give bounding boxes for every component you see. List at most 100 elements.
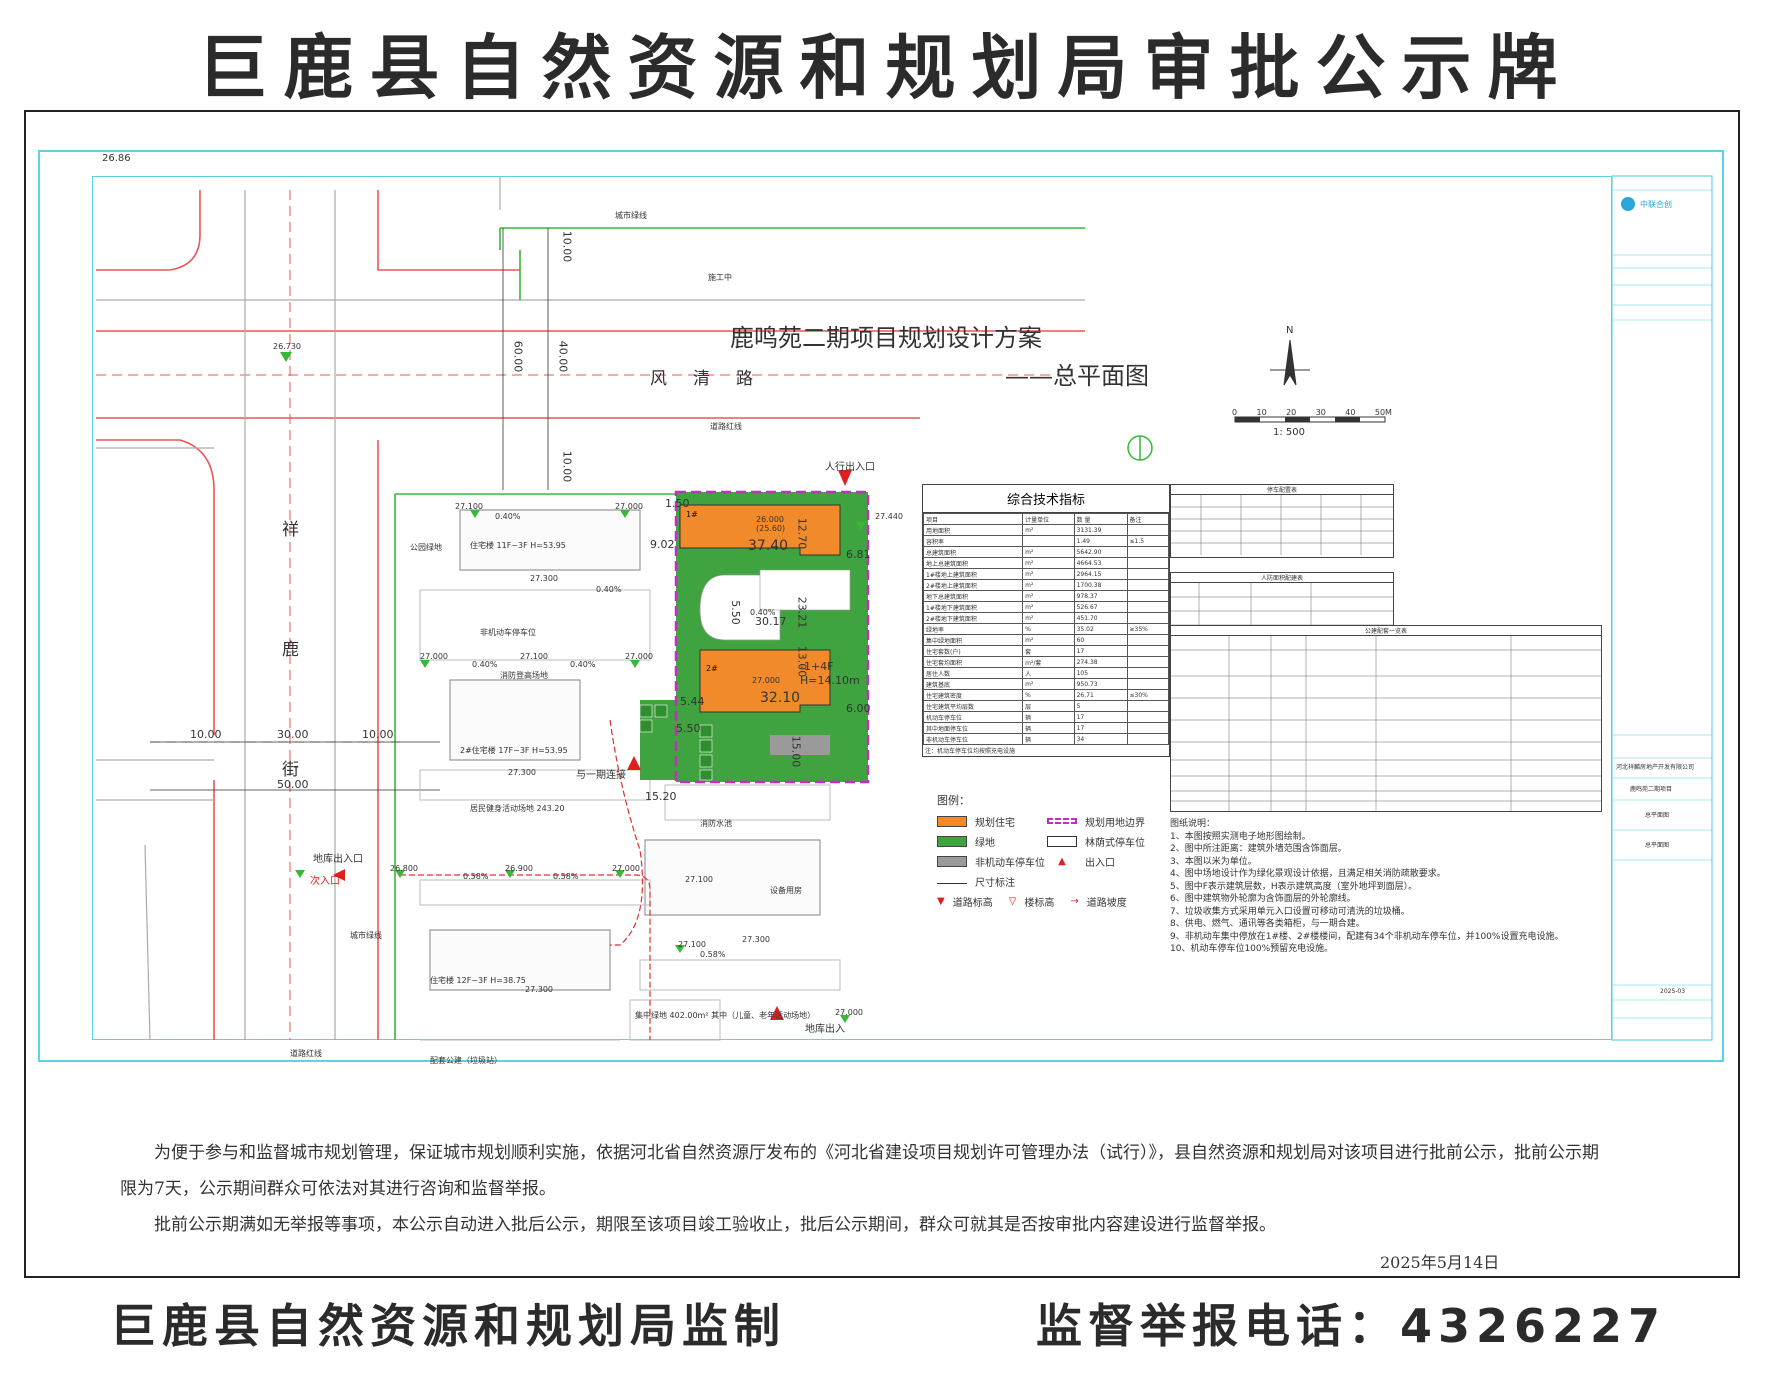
slope-8: 0.40% [596,585,622,594]
indicators-cell [1126,601,1169,613]
dim-1520: 15.20 [645,790,677,803]
legend-swatch [937,835,967,847]
indicators-cell: 35.02 [1073,623,1128,635]
slope-3: 0.40% [570,660,596,669]
dim-544: 5.44 [680,695,705,708]
plan-subtitle: ——总平面图 [1005,362,1149,390]
dim-902: 9.02 [650,538,675,551]
indicators-cell: 26.71 [1073,689,1128,701]
elev-1: 27.100 [455,502,483,511]
park-green-label: 公园绿地 [410,543,442,552]
elev-16: 27.000 [835,1008,863,1017]
legend: 图例： 规划住宅 规划用地边界 绿地 林荫式停车位 非机动车停车位 ▲出入口 尺… [937,792,1157,910]
scale-text: 1: 500 [1273,427,1305,438]
road-edges [96,176,1085,1041]
elev-5: 27.300 [508,768,536,777]
indicators-cell: 3131.39 [1073,524,1128,536]
dim-1500: 15.00 [789,735,803,768]
board-title: 巨鹿县自然资源和规划局审批公示牌 [197,27,1574,109]
fire-pool-label: 消防水池 [700,819,732,828]
indicators-cell: 17 [1073,645,1128,657]
indicators-cell [1126,678,1169,690]
existing-building-b: 2#住宅楼 17F~3F H=53.95 [460,746,568,755]
indicators-cell: ≥35% [1126,623,1169,635]
equipment-room-label: 设备用房 [770,886,802,895]
indicators-cell: 451.70 [1073,612,1128,624]
public-facilities-table-grid [1171,636,1601,811]
legend-item: ▽楼标高 [1008,895,1055,909]
indicators-cell: m² [1022,601,1075,613]
legend-item: ▲出入口 [1047,852,1167,870]
legend-swatch [1047,818,1077,824]
legend-swatch [937,815,967,827]
building-2-height: H=14.10m [800,674,860,687]
indicators-cell: m²/套 [1022,656,1075,668]
indicators-cell [1126,711,1169,723]
indicators-cell: 1#楼地下建筑面积 [922,601,1024,613]
indicators-cell [1126,579,1169,591]
dim-150: 1.50 [665,497,690,510]
indicators-cell: 1700.38 [1073,579,1128,591]
scale-bar [1234,416,1386,423]
note-line: 4、图中场地设计作为绿化景观设计依据，且满足相关消防疏散要求。 [1170,869,1446,879]
note-line: 5、图中F表示建筑层数，H表示建筑高度（室外地坪到面层）。 [1170,881,1418,892]
north-label: N [1286,325,1294,336]
dim-road-50: 50.00 [277,778,309,791]
indicators-cell: m² [1022,568,1075,580]
indicators-row: 住宅建筑密度%26.71≤30% [922,689,1169,701]
garage-entrance-label: 地库出入口 [313,854,363,865]
report-hotline: 监督举报电话：4326227 [1036,1299,1667,1353]
indicators-cell [1126,612,1169,624]
site-plan-drawing [38,150,1724,1062]
street-name-xianglu: 祥鹿街 [282,520,299,780]
building-2-floors: -1+4F [800,660,834,673]
indicators-cell: 辆 [1022,733,1075,745]
public-notice: 为便于参与和监督城市规划管理，保证城市规划顺利实施，依据河北省自然资源厅发布的《… [120,1135,1600,1243]
indicators-header-cell: 计量单位 [1022,513,1075,525]
building-2-label: 2# [706,664,718,673]
indicators-cell: 层 [1022,700,1075,712]
indicators-header-cell: 数 量 [1073,513,1128,525]
legend-item: 林荫式停车位 [1047,832,1167,850]
legend-item [1047,872,1167,890]
fitness-area-label: 居民健身活动场地 243.20 [470,804,565,813]
city-green-lines [394,227,1085,1040]
slope-6: 0.58% [553,872,579,881]
indicators-cell: 地上总建筑面积 [922,557,1024,569]
indicators-cell [1022,535,1075,547]
indicators-cell: 34 [1073,733,1128,745]
indicators-title: 综合技术指标 [923,485,1169,513]
existing-building-c: 住宅楼 12F~3F H=38.75 [430,976,526,985]
note-line: 6、图中建筑物外轮廓为含饰面层的外轮廓线。 [1170,894,1356,904]
road-name-fengqing: 风清路 [650,369,779,389]
elevation-top: 26.86 [102,153,131,164]
indicators-cell: 非机动车停车位 [922,733,1024,745]
green-line-label: 城市绿线 [615,211,647,220]
dim-2321: 23.21 [795,596,809,629]
entrance-icon: ▲ [1058,855,1066,867]
legend-item: 非机动车停车位 [937,852,1047,870]
scale-tick: 40 [1345,408,1356,417]
elev-13: 26.800 [390,864,418,873]
indicators-cell: m² [1022,557,1075,569]
indicators-cell: 2#楼地下建筑面积 [922,612,1024,624]
north-arrow [1270,339,1310,386]
fire-area-label: 消防登高场地 [500,671,548,680]
tree-parking [639,704,713,781]
notice-paragraph-2: 批前公示期满如无举报等事项，本公示自动进入批后公示，期限至该项目竣工验收止，批后… [154,1215,1276,1235]
indicators-cell: 274.38 [1073,656,1128,668]
indicators-cell: 机动车停车位 [922,711,1024,723]
road-elevation-icon: ▼ [937,895,945,907]
green-line-label-b: 城市绿线 [350,931,382,940]
existing-building-a: 住宅楼 11F~3F H=53.95 [470,541,566,550]
dim-10a: 10.00 [560,230,574,263]
indicators-header-row: 项目计量单位数 量备注 [922,513,1169,525]
building-1-label: 1# [686,510,698,519]
indicators-cell [1126,656,1169,668]
